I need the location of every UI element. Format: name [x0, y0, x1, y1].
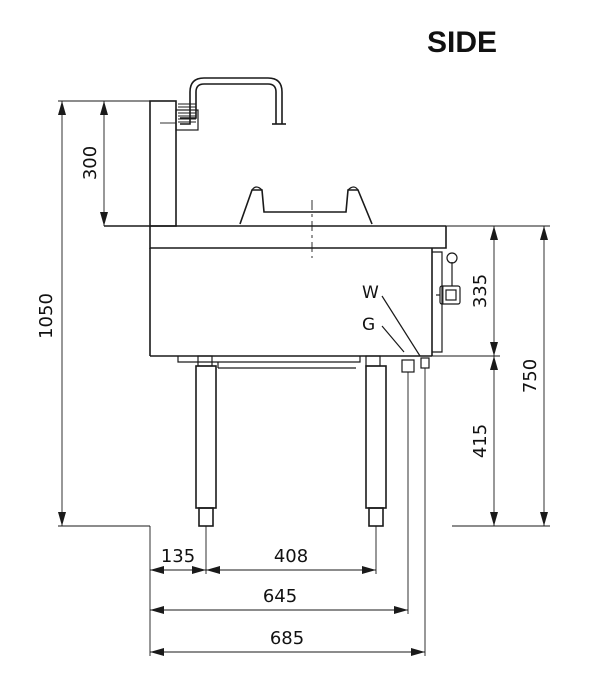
- leg-offset-label: 135: [161, 546, 195, 567]
- dimension-body-depth: 645: [150, 586, 408, 614]
- upstand-label: 300: [80, 146, 101, 180]
- work-height-label: 750: [520, 359, 541, 393]
- legs: [195, 365, 387, 527]
- dimension-work-height: 750: [520, 226, 548, 526]
- dimension-overall-depth: 685: [150, 628, 425, 656]
- cabinet-body: [104, 225, 447, 357]
- overall-depth-label: 685: [270, 628, 304, 649]
- connections: W G: [362, 283, 430, 373]
- dimension-leg-spacing: 408: [206, 546, 376, 574]
- body-depth-label: 645: [263, 586, 297, 607]
- body-height-label: 335: [470, 274, 491, 308]
- view-title: SIDE: [427, 26, 497, 59]
- leg-spacing-label: 408: [274, 546, 308, 567]
- dimension-total-height: 1050: [36, 100, 150, 527]
- horizontal-extension-lines: [149, 368, 426, 656]
- upstand: [149, 100, 177, 227]
- faucet: [160, 77, 286, 131]
- dimension-body-height: 335: [432, 225, 550, 357]
- dimension-leg-height: 415: [452, 356, 550, 527]
- leg-height-label: 415: [470, 424, 491, 458]
- gas-connection-label: G: [362, 315, 375, 335]
- water-connection-label: W: [362, 283, 379, 303]
- dimension-leg-offset: 135: [150, 546, 206, 574]
- dimension-upstand: 300: [80, 101, 108, 226]
- control-panel: [432, 251, 461, 353]
- total-height-label: 1050: [36, 293, 57, 339]
